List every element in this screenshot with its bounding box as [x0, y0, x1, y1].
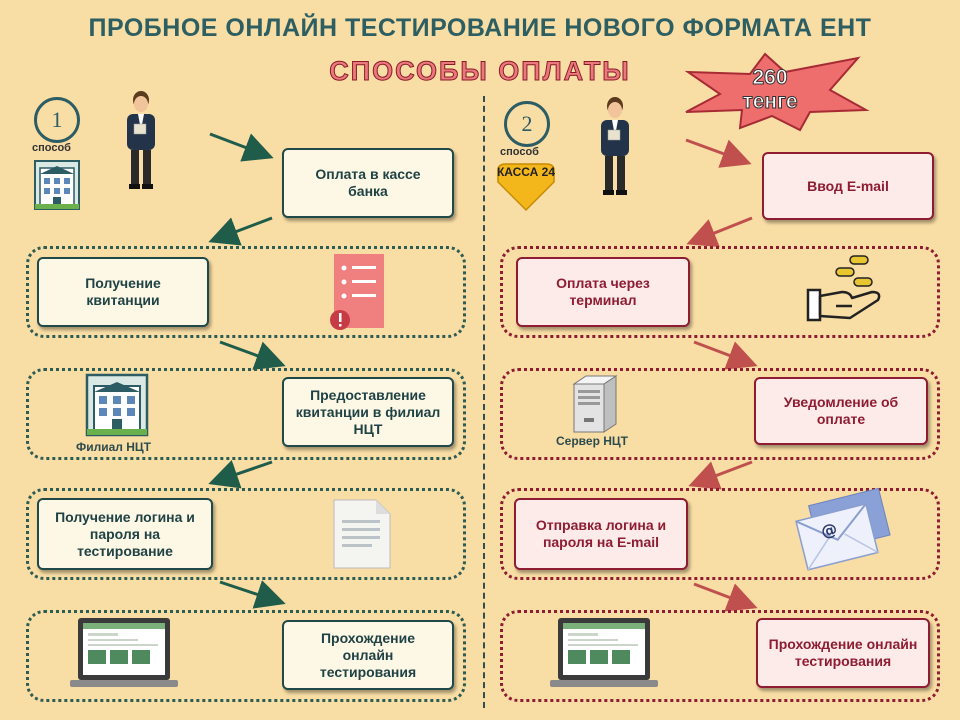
kassa24-logo-text: КАССА 24: [496, 165, 556, 179]
right-step-4: Отправка логина и пароля на E-mail: [514, 498, 688, 570]
document-icon: [333, 499, 391, 569]
left-group-3: [26, 368, 466, 460]
right-group-5: [500, 610, 940, 702]
page-title: ПРОБНОЕ ОНЛАЙН ТЕСТИРОВАНИЕ НОВОГО ФОРМА…: [88, 14, 872, 42]
column-divider: [483, 96, 485, 708]
laptop-icon: [550, 618, 658, 687]
hand-coins-icon: [806, 255, 881, 322]
way-number-2: 2: [504, 101, 550, 147]
left-step-1: Оплата в кассе банка: [282, 148, 454, 218]
svg-text:@: @: [819, 519, 839, 541]
branch-caption: Филиал НЦТ: [76, 440, 152, 454]
page-subtitle: СПОСОБЫ ОПЛАТЫ: [329, 56, 631, 87]
right-step-5: Прохождение онлайн тестирования: [756, 618, 930, 688]
left-step-5: Прохождение онлайн тестирования: [282, 620, 454, 690]
price-amount: 260: [752, 66, 788, 90]
way-number-1: 1: [34, 97, 80, 143]
building-icon: [85, 373, 149, 437]
way-label-1: способ: [32, 142, 71, 154]
server-caption: Сервер НЦТ: [556, 434, 628, 448]
right-group-2: [500, 246, 940, 338]
server-icon: [572, 375, 618, 433]
right-step-3: Уведомление об оплате: [754, 377, 928, 445]
arrow-icon: [688, 460, 753, 490]
building-icon: [34, 160, 80, 210]
price-badge: 260 тенге: [700, 66, 840, 114]
arrow-icon: [219, 340, 286, 370]
arrow-icon: [686, 216, 753, 248]
person-icon: [127, 91, 155, 189]
left-group-2: [26, 246, 466, 338]
left-group-4: [26, 488, 466, 580]
left-step-4: Получение логина и пароля на тестировани…: [37, 498, 213, 570]
left-group-5: [26, 610, 466, 702]
envelope-icon: @: [795, 487, 891, 571]
arrow-icon: [693, 582, 758, 612]
arrow-icon: [685, 138, 752, 168]
arrow-icon: [208, 459, 273, 489]
kassa24-logo: [497, 163, 555, 212]
arrow-icon: [209, 132, 274, 162]
right-group-3: [500, 368, 940, 460]
right-step-2: Оплата через терминал: [516, 257, 690, 327]
price-currency: тенге: [742, 90, 798, 114]
way-label-2: способ: [500, 146, 539, 158]
left-step-2: Получение квитанции: [37, 257, 209, 327]
arrow-icon: [208, 216, 273, 246]
arrow-icon: [693, 340, 758, 370]
arrow-icon: [219, 580, 286, 609]
right-group-4: [500, 488, 940, 580]
laptop-icon: [70, 618, 178, 687]
price-badge-star-icon: [684, 52, 870, 132]
right-step-1: Ввод E-mail: [762, 152, 934, 220]
receipt-icon: [330, 254, 384, 330]
person-icon: [601, 97, 629, 195]
left-step-3: Предоставление квитанции в филиал НЦТ: [282, 377, 454, 447]
